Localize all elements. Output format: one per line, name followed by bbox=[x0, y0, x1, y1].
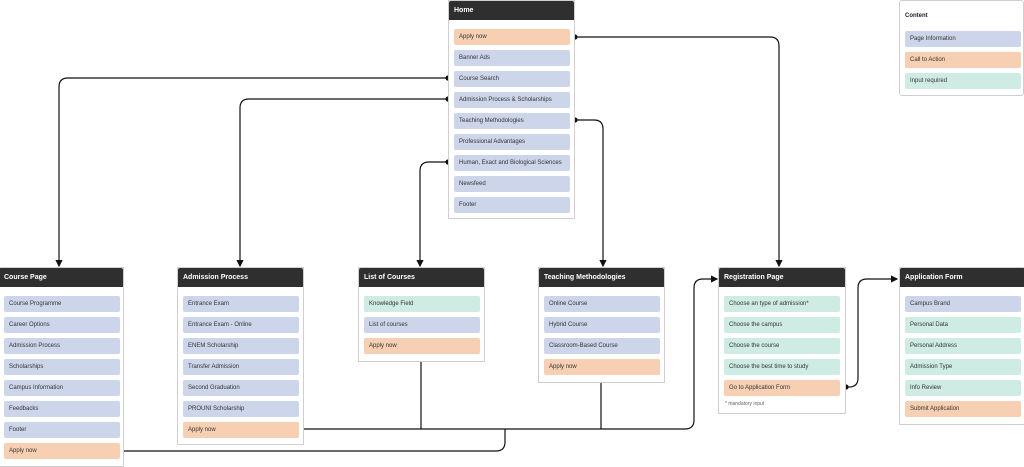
prouni-scholarship: PROUNI Scholarship bbox=[183, 401, 299, 417]
info-review[interactable]: Info Review bbox=[905, 380, 1021, 396]
course-admission-process: Admission Process bbox=[4, 338, 120, 354]
course-page-title: Course Page bbox=[0, 268, 123, 287]
admission-type[interactable]: Admission Type bbox=[905, 359, 1021, 375]
list-of-courses-title: List of Courses bbox=[359, 268, 484, 287]
classroom-course: Classroom-Based Course bbox=[544, 338, 660, 354]
online-course: Online Course bbox=[544, 296, 660, 312]
home-apply-now[interactable]: Apply now bbox=[454, 29, 570, 45]
entrance-exam-online: Entrance Exam - Online bbox=[183, 317, 299, 333]
career-options: Career Options bbox=[4, 317, 120, 333]
submit-application[interactable]: Submit Application bbox=[905, 401, 1021, 417]
hybrid-course: Hybrid Course bbox=[544, 317, 660, 333]
connector-registration-to-application bbox=[846, 275, 899, 388]
knowledge-field[interactable]: Knowledge Field bbox=[364, 296, 480, 312]
entrance-exam: Entrance Exam bbox=[183, 296, 299, 312]
list-of-courses-item: List of courses bbox=[364, 317, 480, 333]
admission-process-title: Admission Process bbox=[178, 268, 303, 287]
transfer-admission: Transfer Admission bbox=[183, 359, 299, 375]
enem-scholarship: ENEM Scholarship bbox=[183, 338, 299, 354]
application-form-card: Application Form Campus Brand Personal D… bbox=[899, 267, 1024, 425]
connector-course-apply-to-bus bbox=[120, 429, 506, 452]
connector-teaching-to-teaching-page bbox=[575, 119, 607, 268]
home-banner-ads: Banner Ads bbox=[454, 50, 570, 66]
home-teaching-methodologies[interactable]: Teaching Methodologies bbox=[454, 113, 570, 129]
legend-input-required: Input required bbox=[905, 73, 1021, 89]
choose-admission-type[interactable]: Choose an type of admission* bbox=[724, 296, 840, 312]
registration-page-title: Registration Page bbox=[719, 268, 845, 287]
home-newsfeed: Newsfeed bbox=[454, 176, 570, 192]
course-programme: Course Programme bbox=[4, 296, 120, 312]
list-of-courses-card: List of Courses Knowledge Field List of … bbox=[358, 267, 485, 362]
teaching-apply-now[interactable]: Apply now bbox=[544, 359, 660, 375]
mandatory-note: * mandatory input bbox=[725, 401, 765, 407]
legend-title: Content bbox=[905, 13, 928, 19]
course-apply-now[interactable]: Apply now bbox=[4, 443, 120, 459]
admission-apply-now[interactable]: Apply now bbox=[183, 422, 299, 438]
home-footer: Footer bbox=[454, 197, 570, 213]
campus-information: Campus Information bbox=[4, 380, 120, 396]
campus-brand: Campus Brand bbox=[905, 296, 1021, 312]
connector-sciences-to-list-of-courses bbox=[416, 161, 448, 268]
legend-card: Content Page Information Call to Action … bbox=[899, 0, 1024, 96]
home-title: Home bbox=[449, 1, 574, 20]
choose-campus[interactable]: Choose the campus bbox=[724, 317, 840, 333]
home-sciences[interactable]: Human, Exact and Biological Sciences bbox=[454, 155, 570, 171]
choose-study-time[interactable]: Choose the best time to study bbox=[724, 359, 840, 375]
connector-apply-bus bbox=[301, 275, 719, 430]
teaching-methodologies-title: Teaching Methodologies bbox=[539, 268, 664, 287]
teaching-methodologies-card: Teaching Methodologies Online Course Hyb… bbox=[538, 267, 665, 383]
home-course-search[interactable]: Course Search bbox=[454, 71, 570, 87]
course-scholarships: Scholarships bbox=[4, 359, 120, 375]
list-apply-now[interactable]: Apply now bbox=[364, 338, 480, 354]
home-card: Home Apply now Banner Ads Course Search … bbox=[448, 0, 575, 219]
home-professional-advantages: Professional Advantages bbox=[454, 134, 570, 150]
go-to-application-form[interactable]: Go to Application Form bbox=[724, 380, 840, 396]
course-page-card: Course Page Course Programme Career Opti… bbox=[0, 267, 124, 467]
admission-process-card: Admission Process Entrance Exam Entrance… bbox=[177, 267, 304, 445]
second-graduation: Second Graduation bbox=[183, 380, 299, 396]
legend-call-to-action: Call to Action bbox=[905, 52, 1021, 68]
personal-address[interactable]: Personal Address bbox=[905, 338, 1021, 354]
application-form-title: Application Form bbox=[900, 268, 1024, 287]
connector-home-apply-to-registration bbox=[575, 36, 783, 268]
registration-page-card: Registration Page Choose an type of admi… bbox=[718, 267, 846, 414]
home-admission-scholarships[interactable]: Admission Process & Scholarships bbox=[454, 92, 570, 108]
connector-course-search-to-course-page bbox=[55, 77, 448, 268]
legend-page-information: Page Information bbox=[905, 31, 1021, 47]
choose-course[interactable]: Choose the course bbox=[724, 338, 840, 354]
connector-admission-to-admission-page bbox=[236, 98, 448, 268]
course-footer: Footer bbox=[4, 422, 120, 438]
feedbacks: Feedbacks bbox=[4, 401, 120, 417]
personal-data[interactable]: Personal Data bbox=[905, 317, 1021, 333]
